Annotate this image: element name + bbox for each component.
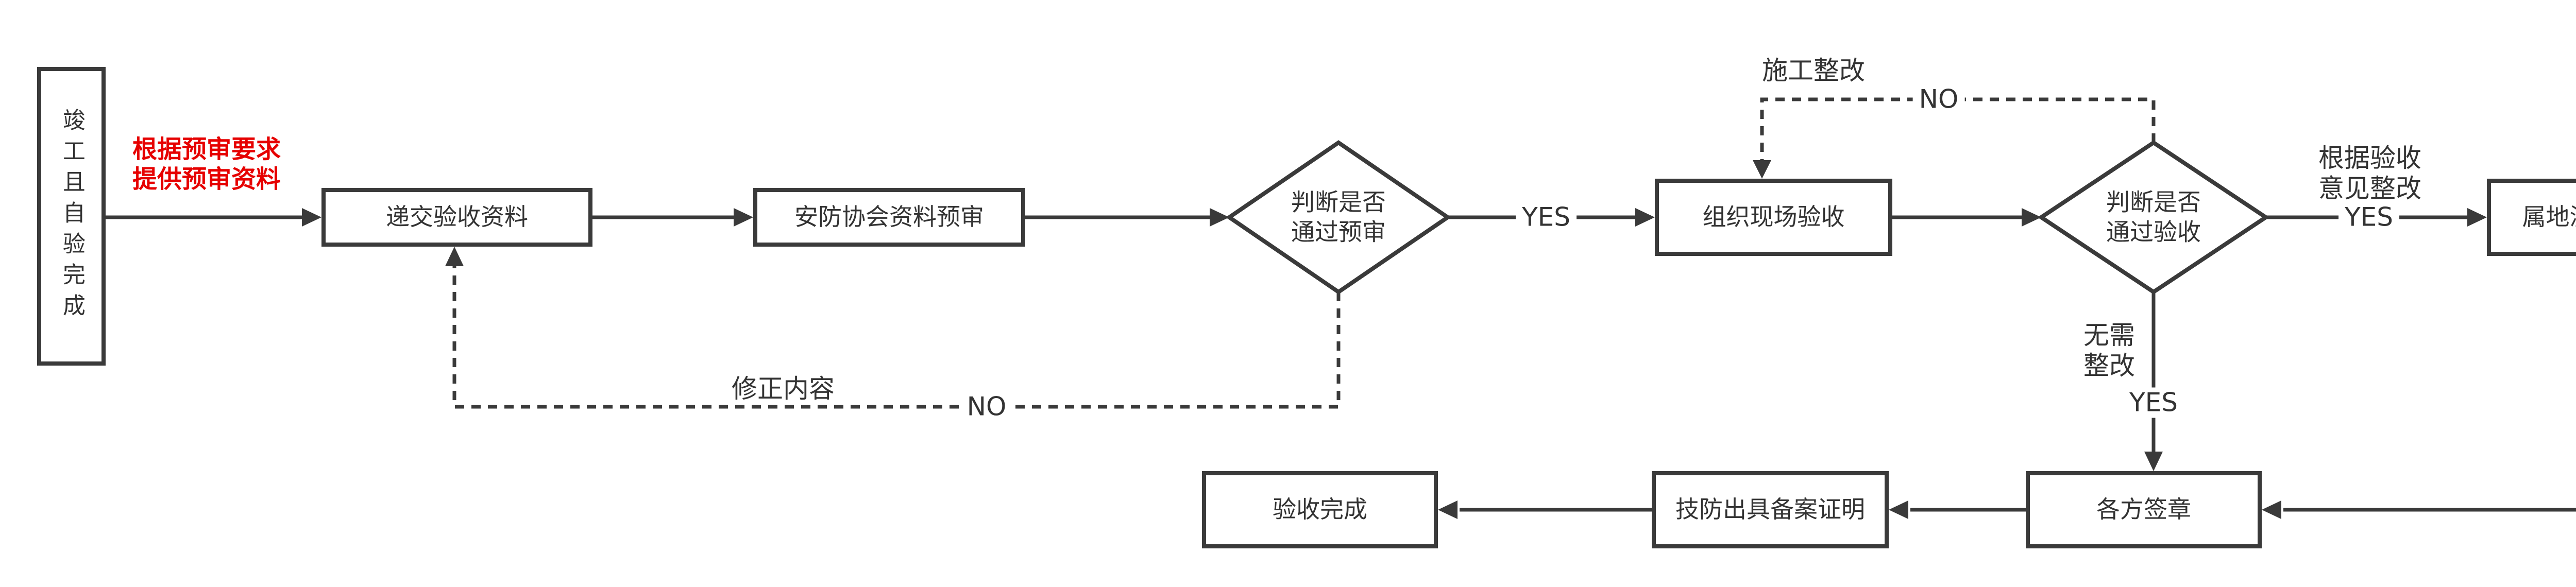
arrowhead-loop-into-site-top — [1753, 160, 1771, 179]
label-no-rectify-needed: 无需 整改 — [2083, 320, 2135, 381]
arrowhead-into-filing — [1889, 500, 1908, 519]
node-all-parties-sign: 各方签章 — [2026, 471, 2262, 548]
arrowhead-into-decision2 — [2022, 208, 2041, 227]
decision-acceptance-label: 判断是否 通过验收 — [2106, 188, 2201, 246]
arrowhead-into-submit — [302, 208, 321, 227]
node-submit-materials: 递交验收资料 — [321, 188, 592, 247]
arrowhead-into-sign-top — [2144, 452, 2163, 471]
node-start: 竣工且自验完成 — [37, 67, 106, 366]
label-acceptance-yes-right: YES — [2338, 202, 2399, 233]
label-provide-materials-note: 根据预审要求 提供预审资料 — [132, 135, 281, 194]
decision-preview-label: 判断是否 通过预审 — [1291, 188, 1386, 246]
node-acceptance-complete: 验收完成 — [1202, 471, 1438, 548]
arrowhead-into-police — [2467, 208, 2487, 227]
label-acceptance-yes-down: YES — [2123, 387, 2184, 418]
label-revise-content: 修正内容 — [732, 374, 835, 404]
label-preview-no: NO — [960, 391, 1013, 422]
edge-preview-no-loop — [452, 266, 1341, 409]
arrowhead-into-sign-right — [2262, 500, 2281, 519]
arrowhead-into-complete — [1438, 500, 1458, 519]
node-site-acceptance: 组织现场验收 — [1655, 179, 1892, 256]
arrowhead-into-association — [734, 208, 753, 227]
node-filing-certificate: 技防出具备案证明 — [1652, 471, 1889, 548]
label-preview-yes: YES — [1516, 202, 1577, 233]
arrowhead-into-decision1 — [1210, 208, 1229, 227]
label-acceptance-no: NO — [1912, 84, 1965, 115]
label-rectify-per-opinion: 根据验收 意见整改 — [2318, 143, 2421, 203]
decision-acceptance-shape — [2037, 140, 2270, 295]
label-construction-rectify: 施工整改 — [1762, 56, 1865, 85]
arrowhead-into-site — [1635, 208, 1655, 227]
edge-police-sign — [2283, 508, 2576, 512]
arrowhead-loop-into-submit-bottom — [445, 247, 464, 266]
node-police-confirm: 属地派出所确认 — [2487, 179, 2576, 256]
node-association-preview: 安防协会资料预审 — [753, 188, 1025, 247]
decision-preview-shape — [1225, 140, 1452, 295]
